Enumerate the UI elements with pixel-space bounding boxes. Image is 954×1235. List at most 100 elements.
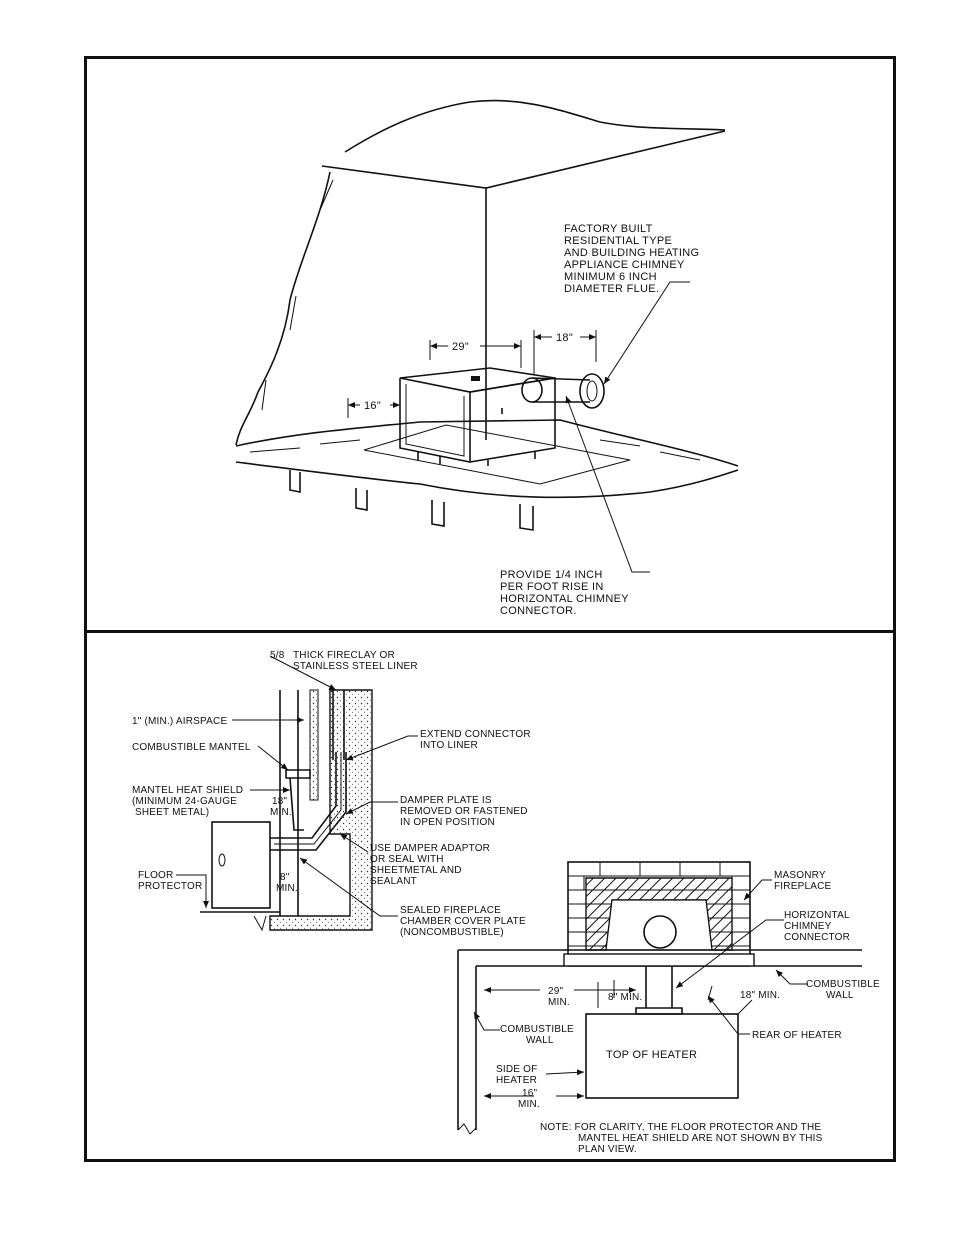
extend-leader [345, 735, 418, 761]
note-line-1: NOTE: FOR CLARITY, THE FLOOR PROTECTOR A… [540, 1122, 821, 1133]
adaptor-leader [339, 833, 369, 853]
mantel-label: COMBUSTIBLE MANTEL [132, 742, 251, 753]
dim-18-min-unit: MIN. [270, 807, 292, 818]
floor-front-edge [235, 461, 739, 499]
flue-liner [332, 690, 345, 760]
section-heater-knob [218, 853, 226, 867]
floor-break [253, 915, 267, 932]
adaptor-line-4: SEALANT [370, 876, 417, 887]
plan-fireplace-opening [605, 899, 713, 951]
heat-shield-line-3: SHEET METAL) [135, 807, 209, 818]
masonry-line-2: FIREPLACE [774, 881, 832, 892]
chimney-note: FACTORY BUILT RESIDENTIAL TYPE AND BUILD… [564, 223, 699, 295]
joist-3 [431, 500, 445, 527]
left-wall-line-2: WALL [526, 1035, 554, 1046]
heater-legs [417, 452, 536, 466]
ceiling-edge [321, 130, 726, 189]
joist-1 [289, 470, 301, 493]
rise-leader [565, 395, 650, 573]
chimney-note-line-4: APPLIANCE CHIMNEY [564, 259, 685, 271]
adaptor-line-1: USE DAMPER ADAPTOR [370, 843, 490, 854]
ceiling-break-line [344, 99, 726, 153]
heater-side-face [399, 378, 471, 463]
section-heater [211, 821, 271, 909]
left-wall-leader [473, 1011, 500, 1031]
joist-4 [519, 504, 534, 531]
dim-18-min-value: 18" [272, 796, 288, 807]
extend-line-2: INTO LINER [420, 740, 478, 751]
heater-front-face [469, 377, 556, 463]
damper-leader [345, 801, 398, 815]
note-line-3: PLAN VIEW. [578, 1144, 637, 1155]
floor-back-edge [235, 419, 739, 467]
masonry-leader [743, 879, 772, 901]
liner-leader [269, 655, 337, 691]
sealed-leader [299, 857, 398, 917]
heat-shield [289, 777, 304, 831]
mantel-leader [257, 745, 289, 771]
floor-protector-line-1: FLOOR [138, 870, 173, 881]
plan-back-wall [458, 949, 862, 967]
right-wall-line-1: COMBUSTIBLE [806, 979, 880, 990]
airspace-label: 1" (MIN.) AIRSPACE [132, 716, 227, 727]
plan-heater [585, 1013, 739, 1099]
top-panel-drawing [235, 99, 739, 573]
plan-view-drawing [457, 861, 862, 1135]
plan-29-value: 29" [548, 986, 564, 997]
dim-16-ext [347, 396, 401, 418]
rise-note-line-2: PER FOOT RISE IN [500, 581, 604, 593]
floor-protector-leader [176, 874, 209, 908]
chimney-thimble [579, 373, 605, 409]
horiz-conn-line-1: HORIZONTAL [784, 910, 850, 921]
chimney-note-line-6: DIAMETER FLUE. [564, 283, 659, 295]
floor-grain [249, 439, 701, 461]
dim-29-label: 29" [452, 341, 469, 353]
side-heater-line-2: HEATER [496, 1075, 537, 1086]
plan-hearth [563, 953, 755, 967]
chimney-leader [603, 281, 690, 385]
adaptor-line-3: SHEETMETAL AND [370, 865, 462, 876]
adaptor-line-2: OR SEAL WITH [370, 854, 444, 865]
dim-16-label: 16" [364, 400, 381, 412]
sealed-line-3: (NONCOMBUSTIBLE) [400, 927, 504, 938]
plan-29-unit: MIN. [548, 997, 570, 1008]
masonry-line-1: MASONRY [774, 870, 826, 881]
sealed-line-2: CHAMBER COVER PLATE [400, 916, 526, 927]
plan-side-wall [457, 950, 477, 1130]
plan-8-ticks [597, 980, 615, 1008]
heater-side-panel [405, 384, 465, 457]
chimney-note-line-1: FACTORY BUILT [564, 223, 653, 235]
horiz-conn-line-3: CONNECTOR [784, 932, 850, 943]
rise-note-line-1: PROVIDE 1/4 INCH [500, 569, 603, 581]
right-wall-leader [775, 969, 808, 985]
left-wall-line-1: COMBUSTIBLE [500, 1024, 574, 1035]
left-wall-break-line [235, 171, 331, 446]
figure-frame [84, 56, 896, 1162]
liner-note-line-1: THICK FIRECLAY OR [293, 650, 395, 661]
dim-29-ext [429, 340, 522, 368]
plan-flue-collar [635, 1007, 683, 1015]
heat-shield-line-1: MANTEL HEAT SHIELD [132, 785, 243, 796]
horiz-conn-line-2: CHIMNEY [784, 921, 832, 932]
chimney-note-line-3: AND BUILDING HEATING [564, 247, 699, 259]
side-heater-leader [545, 1069, 585, 1076]
rise-note: PROVIDE 1/4 INCH PER FOOT RISE IN HORIZO… [500, 569, 629, 617]
masonry-section [269, 689, 373, 931]
horiz-conn-leader [675, 919, 784, 989]
plan-8-label: 8" MIN. [608, 992, 642, 1003]
panel-divider [84, 630, 896, 633]
plan-wall-break [457, 1123, 477, 1135]
note-line-2: MANTEL HEAT SHIELD ARE NOT SHOWN BY THIS [578, 1133, 823, 1144]
side-heater-line-1: SIDE OF [496, 1064, 537, 1075]
rise-note-line-3: HORIZONTAL CHIMNEY [500, 593, 629, 605]
heat-shield-line-2: (MINIMUM 24-GAUGE [132, 796, 237, 807]
chimney-connector-pipe [531, 377, 591, 403]
damper-line-1: DAMPER PLATE IS [400, 795, 492, 806]
rise-note-line-4: CONNECTOR. [500, 605, 577, 617]
floor-protector-pad [363, 424, 631, 485]
joist-2 [355, 488, 368, 511]
right-wall-line-2: WALL [826, 990, 854, 1001]
liner-fraction: 5/8 [270, 650, 285, 661]
section-connector-pipe [270, 752, 347, 851]
plan-connector [645, 966, 673, 1008]
